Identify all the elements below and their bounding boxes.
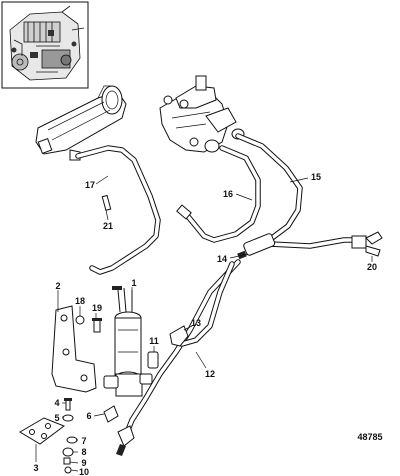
callout-20: 20 — [367, 262, 377, 272]
engine-thumbnail — [1, 1, 89, 89]
callout-6: 6 — [86, 411, 91, 421]
electric-pump — [103, 286, 153, 397]
mounting-bracket — [51, 305, 97, 393]
callout-19: 19 — [92, 303, 102, 313]
callout-12: 12 — [205, 369, 215, 379]
callout-10: 10 — [79, 467, 89, 476]
callout-18: 18 — [75, 296, 85, 306]
callout-13: 13 — [191, 318, 201, 328]
callout-1: 1 — [131, 278, 136, 288]
callout-14: 14 — [217, 254, 227, 264]
callout-21: 21 — [103, 221, 113, 231]
callout-11: 11 — [149, 336, 159, 346]
figure-number: 48785 — [357, 432, 382, 442]
callout-17: 17 — [85, 180, 95, 190]
callouts: 1 2 3 4 5 6 7 8 9 10 11 12 13 14 15 16 1… — [33, 172, 377, 476]
heat-exchanger — [35, 85, 127, 161]
pump-assembly — [159, 75, 245, 153]
callout-4: 4 — [54, 398, 59, 408]
callout-3: 3 — [33, 463, 38, 473]
callout-5: 5 — [54, 413, 59, 423]
callout-9: 9 — [81, 458, 86, 468]
callout-8: 8 — [81, 447, 86, 457]
leader-lines — [35, 175, 373, 472]
hose-lines — [75, 133, 359, 443]
callout-7: 7 — [81, 436, 86, 446]
tee-fitting — [351, 231, 383, 257]
callout-15: 15 — [311, 172, 321, 182]
callout-2: 2 — [55, 281, 60, 291]
hardware — [62, 194, 189, 474]
mounting-plate — [19, 417, 66, 445]
callout-16: 16 — [223, 189, 233, 199]
